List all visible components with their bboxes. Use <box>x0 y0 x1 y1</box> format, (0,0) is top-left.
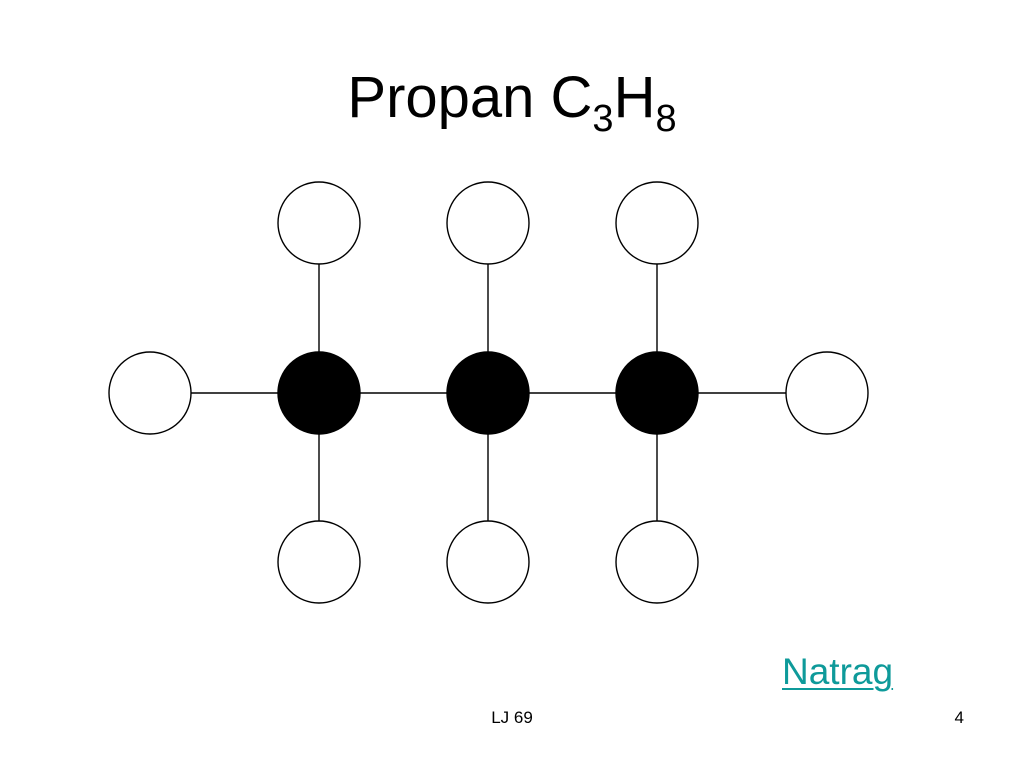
page-number: 4 <box>954 708 964 727</box>
hydrogen-atom-h4 <box>446 181 530 265</box>
hydrogen-atom-h1 <box>108 351 192 435</box>
title-subscript-carbon: 3 <box>592 98 614 140</box>
slide-title: Propan C3H8 <box>0 62 1024 138</box>
hydrogen-atom-h2 <box>785 351 869 435</box>
title-hydrogen: H <box>613 65 656 130</box>
hydrogen-atom-h5 <box>615 181 699 265</box>
back-link[interactable]: Natrag <box>782 651 894 692</box>
title-subscript-hydrogen: 8 <box>655 98 677 140</box>
atom-layer <box>108 181 869 604</box>
title-text: Propan C <box>347 65 593 130</box>
hydrogen-atom-h7 <box>446 520 530 604</box>
carbon-atom-c3 <box>615 351 699 435</box>
hydrogen-atom-h8 <box>615 520 699 604</box>
hydrogen-atom-h3 <box>277 181 361 265</box>
footer-text: LJ 69 <box>491 708 533 727</box>
carbon-atom-c1 <box>277 351 361 435</box>
hydrogen-atom-h6 <box>277 520 361 604</box>
carbon-atom-c2 <box>446 351 530 435</box>
